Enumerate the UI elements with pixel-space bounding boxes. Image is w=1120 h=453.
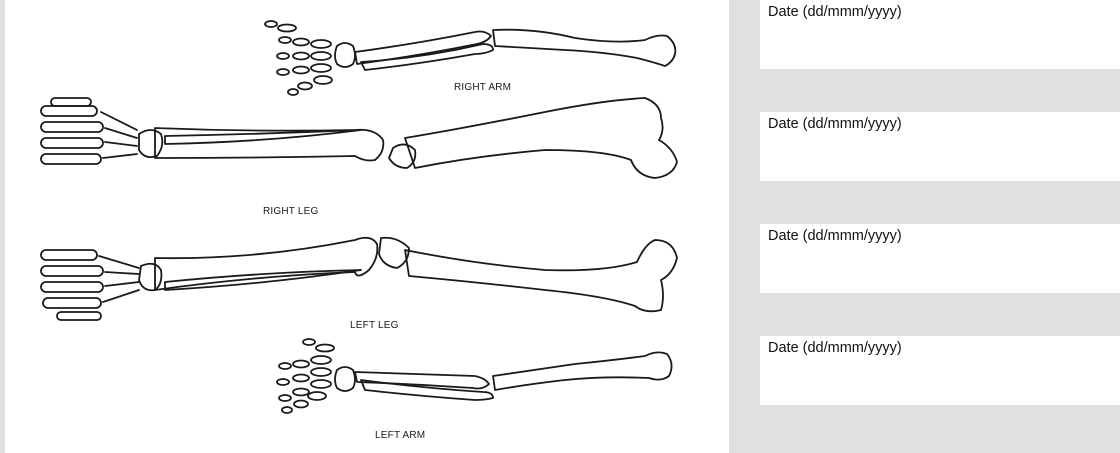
left-arm-radius <box>355 372 489 389</box>
date-input-right-leg[interactable] <box>768 138 1108 174</box>
left-arm-label: LEFT ARM <box>375 430 425 441</box>
left-arm-ulna <box>361 380 493 400</box>
left-leg-patella <box>379 238 409 268</box>
date-field-label: Date (dd/mmm/yyyy) <box>768 4 902 20</box>
right-arm-radius <box>355 32 491 65</box>
right-leg-fibula <box>165 130 361 144</box>
right-leg-ankle <box>139 130 162 157</box>
date-input-right-arm[interactable] <box>768 26 1108 62</box>
left-arm-fingers <box>277 339 334 413</box>
right-leg-femur <box>405 98 677 178</box>
left-leg-label: LEFT LEG <box>350 320 399 331</box>
date-field-right-arm[interactable]: Date (dd/mmm/yyyy) <box>760 0 1120 69</box>
date-field-left-arm[interactable]: Date (dd/mmm/yyyy) <box>760 336 1120 405</box>
date-input-left-arm[interactable] <box>768 362 1108 398</box>
left-leg-femur <box>405 240 677 311</box>
left-leg-toes <box>41 250 139 320</box>
left-arm-wrist <box>335 367 355 391</box>
left-leg-ankle <box>139 264 161 291</box>
right-arm-humerus <box>493 30 675 66</box>
left-arm-humerus <box>493 352 672 390</box>
left-leg-drawing <box>41 238 677 320</box>
right-leg-label: RIGHT LEG <box>263 206 319 217</box>
limb-diagram-panel: RIGHT ARM RIGHT LEG LEFT LEG LEFT ARM <box>5 0 729 453</box>
right-leg-toes <box>41 98 137 164</box>
date-field-right-leg[interactable]: Date (dd/mmm/yyyy) <box>760 112 1120 181</box>
date-input-left-leg[interactable] <box>768 250 1108 286</box>
right-arm-label: RIGHT ARM <box>454 82 511 93</box>
date-field-label: Date (dd/mmm/yyyy) <box>768 340 902 356</box>
right-arm-fingers <box>265 21 332 95</box>
right-leg-drawing <box>41 98 677 178</box>
date-field-label: Date (dd/mmm/yyyy) <box>768 228 902 244</box>
date-field-left-leg[interactable]: Date (dd/mmm/yyyy) <box>760 224 1120 293</box>
left-arm-drawing <box>277 339 672 413</box>
date-field-label: Date (dd/mmm/yyyy) <box>768 116 902 132</box>
right-arm-wrist <box>335 43 355 67</box>
